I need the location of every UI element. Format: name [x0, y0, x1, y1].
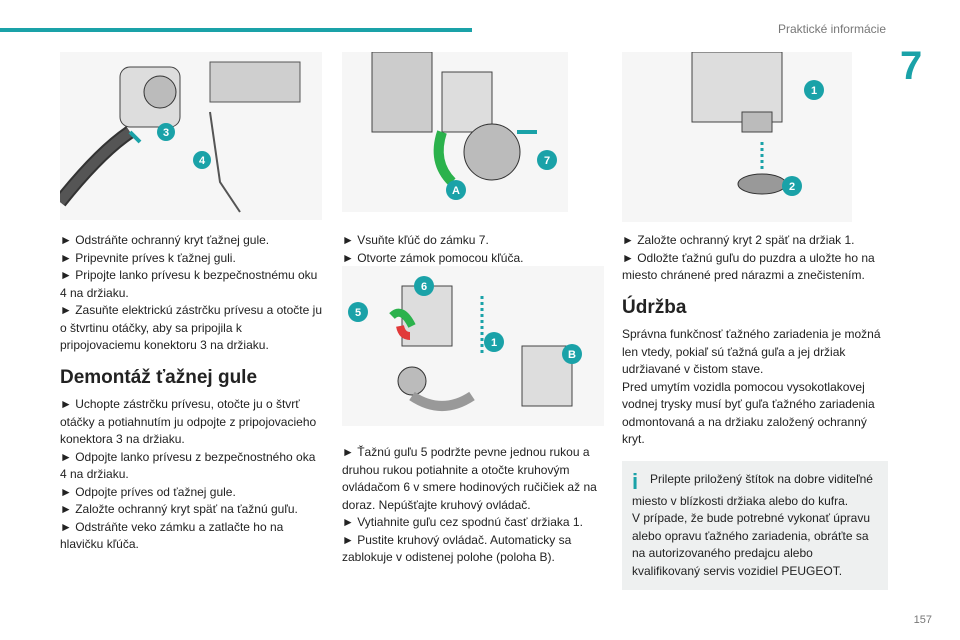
step: ► Založte ochranný kryt späť na ťažnú gu…: [60, 502, 298, 516]
figure-protective-cover: 1 2: [622, 52, 852, 222]
svg-text:2: 2: [789, 181, 795, 193]
svg-text:A: A: [452, 185, 460, 197]
svg-text:1: 1: [491, 337, 497, 349]
svg-text:3: 3: [163, 127, 169, 139]
step: ► Pripojte lanko prívesu k bezpečnostném…: [60, 268, 318, 300]
step: ► Vsuňte kľúč do zámku 7.: [342, 233, 489, 247]
step: ► Odstráňte veko zámku a zatlačte ho na …: [60, 519, 284, 552]
step: ► Pustite kruhový ovládač. Automaticky s…: [342, 532, 572, 565]
svg-text:4: 4: [199, 155, 206, 167]
column-2-lower: ► Ťažnú guľu 5 podržte pevne jednou ruko…: [342, 444, 604, 567]
column-3: ► Založte ochranný kryt 2 späť na držiak…: [622, 232, 888, 590]
callout-5: 5: [348, 302, 368, 322]
step: ► Odložte ťažnú guľu do puzdra a uložte …: [622, 250, 875, 283]
header-title: Praktické informácie: [777, 22, 886, 36]
info-icon: i: [632, 468, 639, 494]
step: ► Pripevnite príves k ťažnej guli.: [60, 250, 236, 265]
callout-1: 1: [804, 80, 824, 100]
section-heading: Demontáž ťažnej gule: [60, 366, 258, 388]
callout-2: 2: [782, 176, 802, 196]
step: ► Odpojte príves od ťažnej gule.: [60, 484, 236, 499]
callout-6: 6: [414, 276, 434, 296]
paragraph: Pred umytím vozidla pomocou vysokotlakov…: [622, 379, 875, 447]
figure-trailer-connection: 3 4: [60, 52, 322, 220]
step: ► Odpojte lanko prívesu z bezpečnostného…: [60, 449, 316, 482]
callout-7: 7: [537, 150, 557, 170]
section-heading: Údržba: [622, 296, 687, 318]
info-text: Prilepte priložený štítok na dobre vidit…: [632, 471, 873, 508]
svg-text:B: B: [568, 349, 576, 361]
callout-4: 4: [193, 151, 211, 169]
chapter-number: 7: [900, 44, 923, 88]
svg-text:6: 6: [421, 281, 427, 293]
info-text-2: V prípade, že bude potrebné vykonať úpra…: [632, 511, 870, 578]
step: ► Ťažnú guľu 5 podržte pevne jednou ruko…: [342, 445, 597, 512]
page-number: 157: [913, 614, 932, 626]
svg-text:1: 1: [811, 85, 817, 97]
column-1: ► Odstráňte ochranný kryt ťažnej gule. ►…: [60, 232, 322, 554]
column-2: ► Vsuňte kľúč do zámku 7. ► Otvorte zámo…: [342, 232, 604, 267]
callout-b: B: [562, 344, 582, 364]
paragraph: Správna funkčnosť ťažného zariadenia je …: [622, 327, 881, 376]
step: ► Odstráňte ochranný kryt ťažnej gule.: [60, 233, 270, 247]
step: ► Uchopte zástrčku prívesu, otočte ju o …: [60, 397, 317, 446]
figure-ball-removal: 5 6 1 B: [342, 266, 604, 426]
step: ► Otvorte zámok pomocou kľúča.: [342, 250, 524, 265]
svg-text:5: 5: [355, 307, 361, 319]
figure-lock-key: 7 A: [342, 52, 568, 212]
callout-a: A: [446, 180, 466, 200]
svg-text:7: 7: [544, 155, 550, 167]
step: ► Založte ochranný kryt 2 späť na držiak…: [622, 233, 855, 247]
step: ► Vytiahnite guľu cez spodnú časť držiak…: [342, 515, 583, 529]
callout-1: 1: [484, 332, 504, 352]
callout-3: 3: [157, 123, 175, 141]
step: ► Zasuňte elektrickú zástrčku prívesu a …: [60, 303, 322, 352]
header-accent-bar: [0, 28, 472, 32]
